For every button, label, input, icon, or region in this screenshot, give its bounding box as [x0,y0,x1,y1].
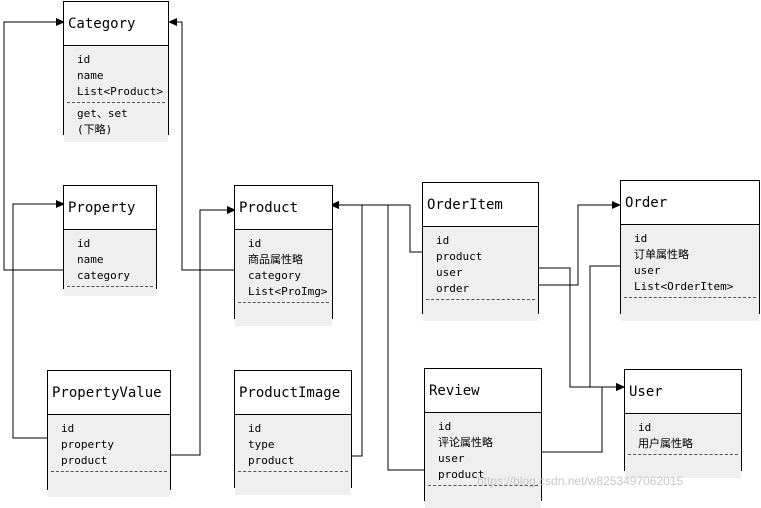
field: category [77,269,130,282]
class-title: Order [621,181,759,225]
class-property: Property id name category [63,185,157,296]
field: user [634,264,661,277]
field: product [438,468,485,481]
field: user [436,266,463,279]
field: type [248,438,275,451]
field: id [77,53,91,66]
class-title: ProductImage [235,371,351,415]
class-title: Product [235,186,332,230]
line-propertyvalue-property [12,200,65,439]
class-title: Review [425,369,541,413]
field: 商品属性略 [248,253,303,266]
class-title: Category [64,2,168,46]
line-orderitem-order [525,201,621,286]
field: List<OrderItem> [634,280,734,293]
field: order [436,282,470,295]
field: property [61,438,114,451]
field: id [438,420,452,433]
field: id [77,237,91,250]
field: name [77,69,104,82]
class-title: OrderItem [423,183,538,227]
class-propertyvalue: PropertyValue id property product [47,370,171,497]
separator [628,454,738,455]
separator [238,471,348,472]
class-user: User id 用户属性略 [624,369,742,478]
line-product-category [168,18,246,271]
class-product: Product id 商品属性略 category List<ProImg> [234,185,333,326]
separator [428,485,538,486]
class-productimage: ProductImage id type product [234,370,352,495]
field: 评论属性略 [438,436,493,449]
field: name [77,253,104,266]
class-title: Property [64,186,156,230]
class-order: Order id 订单属性略 user List<OrderItem> [620,180,760,321]
field: category [248,269,301,282]
class-title: PropertyValue [48,371,170,415]
field: id [634,232,648,245]
class-review: Review id 评论属性略 user product [424,368,542,508]
field: id [436,234,450,247]
line-review-product [330,201,432,471]
class-category: Category id name List<Product> get、set (… [63,1,169,142]
line-review-user [526,383,625,453]
field: List<Product> [77,85,164,98]
field: product [436,250,483,263]
field: product [61,454,108,467]
field: user [438,452,465,465]
field: List<ProImg> [248,285,328,298]
field: id [248,237,262,250]
class-orderitem: OrderItem id product user order [422,182,539,321]
field: product [248,454,295,467]
separator [51,471,167,472]
separator [67,102,165,103]
separator [426,299,535,300]
line-orderitem-product [330,201,434,253]
field: 订单属性略 [634,248,689,261]
method: get、set [77,107,128,120]
separator [67,286,153,287]
line-propertyvalue-product [170,206,236,456]
line-property-category [3,18,68,271]
field: 用户属性略 [638,437,693,450]
class-title: User [625,370,741,414]
field: id [61,422,75,435]
method: (下略) [77,123,113,136]
watermark: https://blog.csdn.net/w8253497062015 [477,474,684,488]
separator [624,297,756,298]
separator [238,302,329,303]
field: id [638,421,652,434]
field: id [248,422,262,435]
